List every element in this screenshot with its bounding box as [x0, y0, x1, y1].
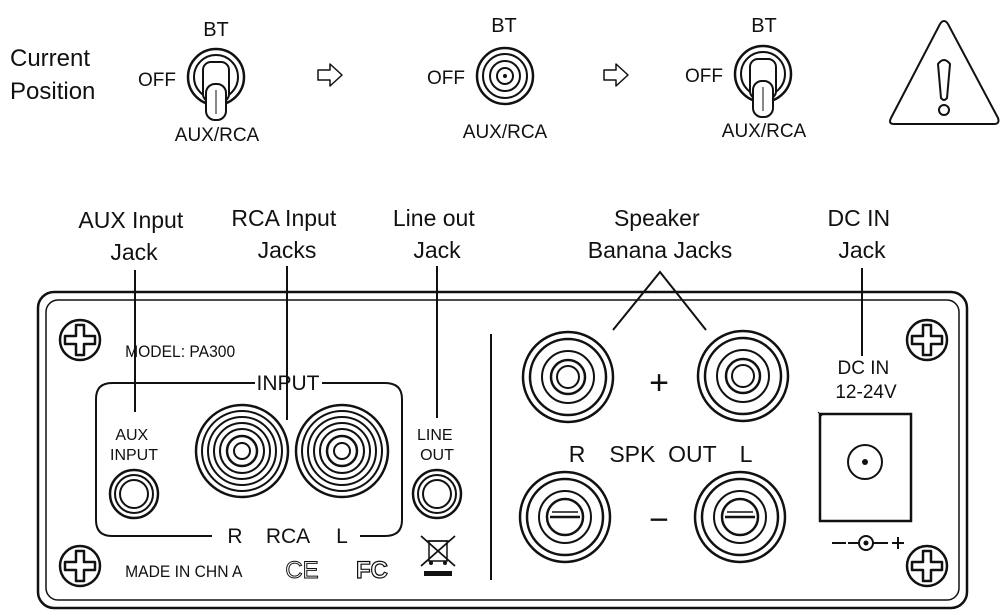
dc-in-jack-callout: DC IN Jack — [827, 205, 896, 263]
switch-3-auxrca-label: AUX/RCA — [722, 121, 807, 142]
line-out-panel-label: LINE OUT — [417, 427, 457, 464]
dc-in-panel-label: DC IN 12-24V — [835, 358, 897, 403]
switch-1-bt-label: BT — [203, 19, 229, 41]
toggle-switch-3: BT OFF AUX/RCA — [685, 15, 807, 142]
rca-l-label: L — [336, 525, 348, 548]
speaker-post-right-positive — [521, 330, 615, 424]
switch-2-auxrca-label: AUX/RCA — [463, 122, 548, 143]
dc-polarity-icon — [832, 535, 904, 551]
screw-head-icon — [58, 318, 102, 362]
switch-3-off-label: OFF — [685, 66, 723, 87]
panel-inner-frame — [45, 299, 960, 601]
ce-mark-icon: CE — [285, 557, 318, 584]
callout-labels: AUX Input Jack RCA Input Jacks Line out … — [78, 205, 896, 420]
screw-head-icon — [58, 544, 102, 588]
model-label: MODEL: PA300 — [125, 342, 235, 361]
rca-r-label: R — [227, 525, 242, 548]
aux-input-jack — [108, 468, 160, 520]
line-out-jack — [411, 468, 463, 520]
speaker-post-left-positive — [696, 329, 790, 423]
speaker-post-right-negative — [518, 470, 612, 564]
line-out-jack-callout: Line out Jack — [393, 205, 481, 263]
toggle-switch-2: BT OFF AUX/RCA — [427, 15, 548, 143]
screw-head-icon — [905, 544, 949, 588]
hollow-right-arrow-icon — [317, 63, 343, 87]
input-group-frame — [95, 382, 403, 537]
spk-out-label: SPK OUT — [609, 441, 716, 467]
switch-1-auxrca-label: AUX/RCA — [175, 125, 260, 146]
rca-label: RCA — [266, 525, 310, 548]
switch-3-bt-label: BT — [751, 15, 777, 37]
hollow-right-arrow-icon — [603, 63, 629, 87]
toggle-switch-down-icon — [733, 44, 793, 118]
toggle-sequence: Current Position BT OFF AUX/RCA BT OFF A… — [10, 15, 1000, 146]
dc-barrel-jack — [817, 411, 913, 523]
spk-r-label: R — [569, 441, 586, 467]
rear-panel: MODEL: PA300 INPUT AUX INPUT R RCA L LIN… — [36, 290, 969, 610]
switch-1-off-label: OFF — [138, 70, 176, 91]
made-in-label: MADE IN CHN A — [125, 562, 242, 581]
toggle-switch-1: BT OFF AUX/RCA — [138, 19, 260, 146]
spk-l-label: L — [740, 441, 753, 467]
switch-2-bt-label: BT — [491, 15, 517, 37]
panel-outer-frame — [36, 290, 969, 610]
fc-mark-icon: FC — [356, 557, 388, 584]
minus-sign: − — [649, 501, 669, 539]
speaker-post-left-negative — [693, 470, 787, 564]
rca-left-jack — [294, 403, 390, 499]
speaker-banana-jacks-callout: Speaker Banana Jacks — [588, 205, 732, 263]
aux-input-panel-label: AUX INPUT — [110, 427, 158, 464]
screw-head-icon — [905, 318, 949, 362]
current-position-label-line1: Current — [10, 45, 90, 72]
switch-2-off-label: OFF — [427, 68, 465, 89]
toggle-switch-down-icon — [186, 47, 246, 121]
rca-input-jacks-callout: RCA Input Jacks — [231, 205, 342, 263]
plus-sign: + — [649, 364, 669, 402]
speaker-leader-lines — [612, 270, 707, 331]
aux-input-jack-callout: AUX Input Jack — [78, 207, 189, 265]
current-position-label-line2: Position — [10, 78, 95, 105]
warning-triangle-icon — [889, 20, 1000, 125]
crossed-bin-icon — [420, 535, 456, 576]
toggle-switch-center-icon — [475, 46, 535, 106]
input-header-label: INPUT — [257, 372, 320, 395]
rca-right-jack — [194, 403, 290, 499]
